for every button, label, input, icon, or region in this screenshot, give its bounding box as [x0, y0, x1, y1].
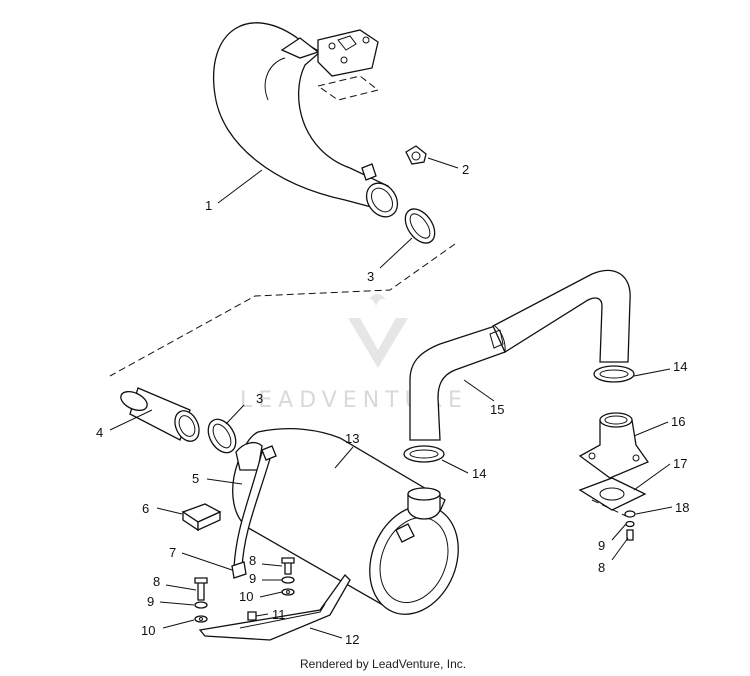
strap-part-5	[233, 445, 277, 569]
hardware-right	[624, 510, 636, 541]
callout-11: 11	[272, 607, 286, 622]
callout-18: 18	[675, 500, 689, 515]
outlet-flange-part-16	[578, 412, 649, 479]
bracket-part-12	[198, 573, 351, 641]
strap-clip-part-7	[231, 561, 247, 579]
clip-part-11	[247, 611, 257, 621]
watermark-logo	[348, 294, 408, 368]
hardware-left	[194, 577, 208, 623]
pad-part-6	[181, 503, 222, 532]
callout-9-right: 9	[598, 538, 605, 553]
callout-8-mid: 8	[249, 553, 256, 568]
callout-8-right: 8	[598, 560, 605, 575]
hardware-mid	[281, 557, 295, 596]
callout-6: 6	[142, 501, 149, 516]
callout-8-left: 8	[153, 574, 160, 589]
callout-3-lower: 3	[256, 391, 263, 406]
callout-13: 13	[345, 431, 359, 446]
connection-dash-line	[109, 243, 456, 377]
tailpipe-part-15	[409, 269, 631, 441]
callout-4: 4	[96, 425, 103, 440]
leader-lines	[109, 157, 673, 639]
callout-labels: 1 2 3 4 3 5 6 7 8 9 10 8 9 10 11 12 13 1…	[96, 162, 689, 647]
callout-9-mid: 9	[249, 571, 256, 586]
clamp-part-14-lower	[403, 445, 445, 463]
callout-12: 12	[345, 632, 359, 647]
callout-16: 16	[671, 414, 685, 429]
clamp-part-3-upper	[404, 208, 436, 244]
exhaust-pipe-part-1	[213, 22, 399, 218]
fitting-part-2	[405, 145, 427, 165]
callout-17: 17	[673, 456, 687, 471]
callout-5: 5	[192, 471, 199, 486]
alignment-dash-line	[591, 499, 627, 517]
clamp-part-3-lower	[207, 418, 237, 454]
callout-14-upper: 14	[673, 359, 687, 374]
callout-2: 2	[462, 162, 469, 177]
gasket-part-17	[578, 477, 647, 511]
callout-3-upper: 3	[367, 269, 374, 284]
callout-15: 15	[490, 402, 504, 417]
callout-1: 1	[205, 198, 212, 213]
callout-9-left: 9	[147, 594, 154, 609]
callout-10-mid: 10	[239, 589, 253, 604]
callout-10-left: 10	[141, 623, 155, 638]
footer-credit: Rendered by LeadVenture, Inc.	[300, 657, 466, 671]
callout-7: 7	[169, 545, 176, 560]
clamp-part-14-upper	[593, 365, 635, 383]
muffler-part-13	[232, 428, 459, 615]
pipe-part-4	[120, 387, 200, 442]
callout-14-lower: 14	[472, 466, 486, 481]
